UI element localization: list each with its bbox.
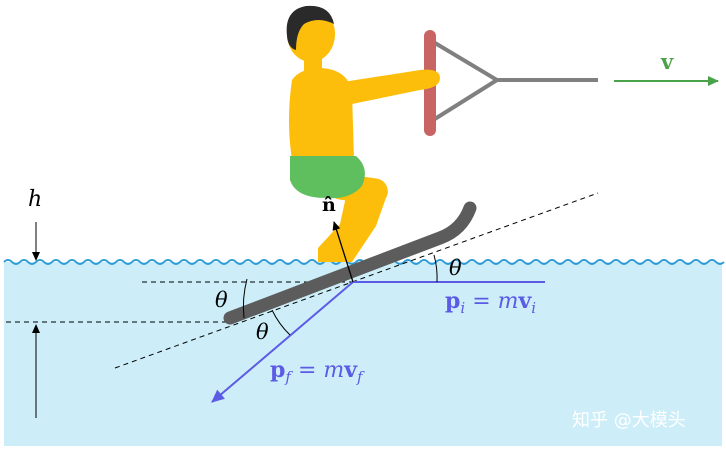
p-final-arrow <box>211 281 354 403</box>
skier-figure <box>286 5 440 262</box>
skier-hair <box>286 5 334 50</box>
normal-label: n̂ <box>322 194 336 216</box>
water-ski <box>223 201 477 325</box>
watermark: 知乎 @大模头 <box>572 410 686 431</box>
water-body <box>4 262 722 446</box>
theta-label-bottom: θ <box>256 320 269 344</box>
skier-shorts <box>290 156 365 199</box>
theta-label-right: θ <box>449 256 462 280</box>
velocity-label: v <box>660 49 674 74</box>
normal-vector-arrow <box>332 221 354 283</box>
ski-plane-dashed-line <box>114 192 599 369</box>
tow-rope-bridle <box>428 38 501 124</box>
angle-arc-right <box>433 254 438 283</box>
p-final-label: pf = mvf <box>270 357 365 386</box>
angle-arc-left <box>242 278 248 319</box>
skier-arm <box>330 69 440 104</box>
p-initial-label: pi = mvi <box>445 288 536 317</box>
theta-label-left: θ <box>215 288 228 312</box>
depth-label: h <box>28 187 42 212</box>
angle-arc-bottom <box>271 309 291 336</box>
skier-shin <box>326 186 388 262</box>
